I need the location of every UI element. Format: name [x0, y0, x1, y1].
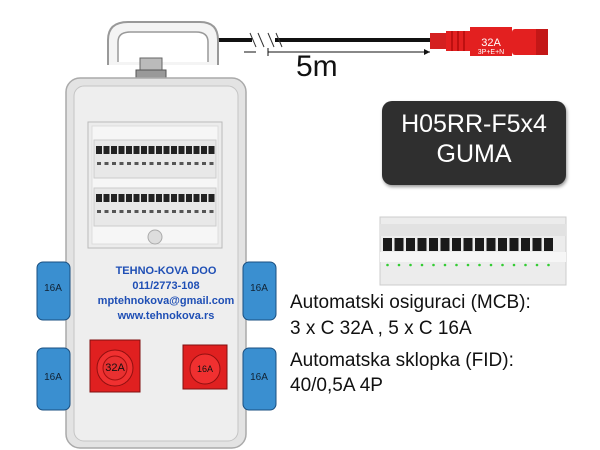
fid-title: Automatska sklopka (FID):: [290, 350, 514, 371]
schuko-left-top-label: 16A: [44, 283, 62, 294]
mcb-value: 3 x C 32A , 5 x C 16A: [290, 318, 472, 339]
schuko-right-bottom-label: 16A: [250, 372, 268, 383]
company-website: www.tehnokova.rs: [117, 310, 215, 322]
industrial-socket-16a: [182, 344, 228, 390]
plug-pins: 3P+E+N: [477, 49, 505, 56]
schuko-left-bottom-label: 16A: [44, 372, 62, 383]
plug-rating: 32A: [481, 37, 501, 49]
fid-value: 40/0,5A 4P: [290, 375, 383, 396]
industrial-socket-32a: [89, 339, 141, 393]
company-info: TEHNO-KOVA DOO 011/2773-108 mptehnokova@…: [96, 264, 236, 324]
cable-length-label: 5m: [296, 50, 338, 83]
schuko-socket-left-bottom: [36, 347, 71, 411]
schuko-right-top-label: 16A: [250, 283, 268, 294]
industrial-16a-label: 16A: [196, 364, 213, 374]
plug-rating-label: 32A 3P+E+N: [473, 37, 509, 57]
cable-gland: [135, 57, 167, 81]
cable-type-line1: H05RR-F5x4: [401, 110, 547, 138]
company-name: TEHNO-KOVA DOO: [115, 265, 217, 277]
company-phone: 011/2773-108: [132, 280, 200, 292]
mcb-title: Automatski osiguraci (MCB):: [290, 292, 531, 313]
breaker-rows: [93, 139, 217, 227]
cee-plug-icon: [430, 27, 548, 56]
breaker-sample-image: [379, 216, 567, 286]
company-email: mptehnokova@gmail.com: [97, 295, 235, 307]
schuko-socket-right-top: [242, 261, 277, 321]
industrial-32a-label: 32A: [105, 362, 125, 374]
cable-type-line2: GUMA: [436, 140, 512, 168]
cable-type-box: H05RR-F5x4 GUMA: [382, 101, 566, 185]
schuko-socket-right-bottom: [242, 347, 277, 411]
schuko-socket-left-top: [36, 261, 71, 321]
